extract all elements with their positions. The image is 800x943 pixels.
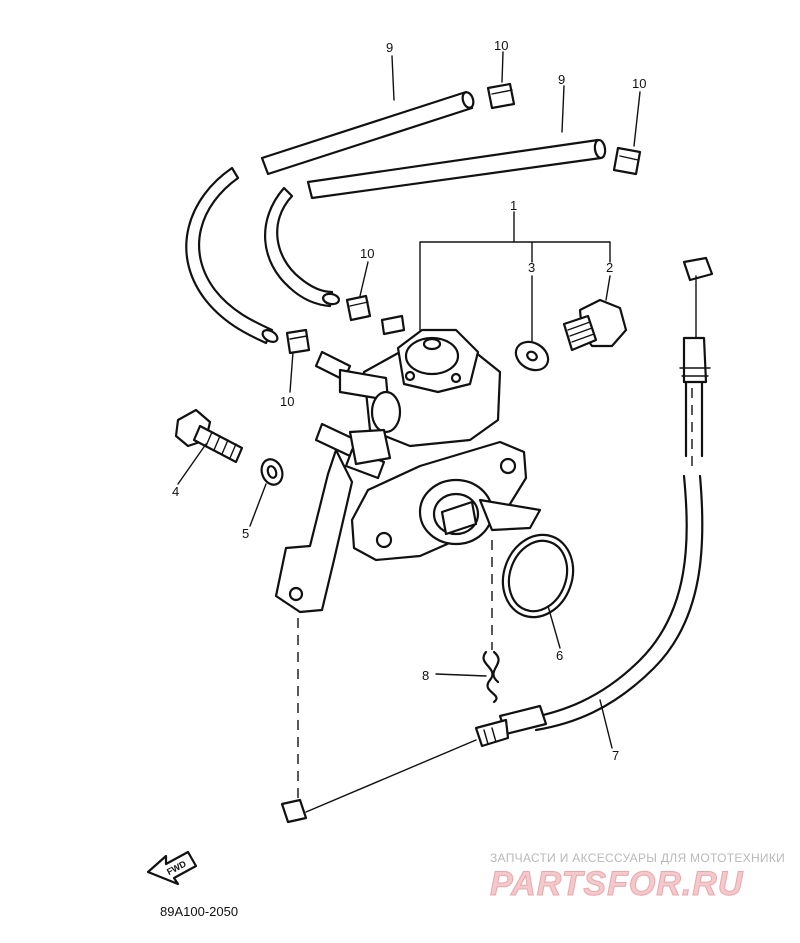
leader-lines xyxy=(177,51,641,749)
hose-right[interactable] xyxy=(264,138,607,308)
callout-10-top: 10 xyxy=(494,38,508,53)
callout-4: 4 xyxy=(172,484,179,499)
callout-8: 8 xyxy=(422,668,429,683)
forward-arrow: FWD xyxy=(146,850,198,886)
diagram-code: 89A100-2050 xyxy=(160,904,238,919)
callout-1: 1 xyxy=(510,198,517,213)
watermark: ЗАПЧАСТИ И АКСЕССУАРЫ ДЛЯ МОТОТЕХНИКИ PA… xyxy=(490,851,785,904)
pump-bolt[interactable] xyxy=(562,298,628,352)
hose-clip-2[interactable] xyxy=(612,146,642,176)
assembly-lines xyxy=(297,388,693,800)
hose-left[interactable] xyxy=(185,90,475,345)
hose-clip-4[interactable] xyxy=(285,328,311,355)
callout-3: 3 xyxy=(528,260,535,275)
spring-washer[interactable] xyxy=(258,456,286,487)
callout-7: 7 xyxy=(612,748,619,763)
forward-arrow-icon xyxy=(146,850,198,886)
hose-clip-1[interactable] xyxy=(486,82,516,110)
callout-9-right: 9 xyxy=(558,72,565,87)
cable-clip[interactable] xyxy=(482,650,500,704)
callout-2: 2 xyxy=(606,260,613,275)
mounting-bolt[interactable] xyxy=(174,408,244,464)
callout-6: 6 xyxy=(556,648,563,663)
callout-10-lower: 10 xyxy=(280,394,294,409)
callout-10-right: 10 xyxy=(632,76,646,91)
callout-9-left: 9 xyxy=(386,40,393,55)
watermark-tagline: ЗАПЧАСТИ И АКСЕССУАРЫ ДЛЯ МОТОТЕХНИКИ xyxy=(490,851,785,865)
callout-5: 5 xyxy=(242,526,249,541)
callout-10-middle: 10 xyxy=(360,246,374,261)
hose-clip-3[interactable] xyxy=(345,294,372,322)
o-ring[interactable] xyxy=(492,525,585,627)
washer[interactable] xyxy=(511,336,553,376)
watermark-logo: PARTSFOR.RU xyxy=(490,865,744,903)
oil-pump-assembly[interactable] xyxy=(274,314,542,614)
callout-labels: 1 2 3 4 5 6 7 8 9 9 10 10 10 10 xyxy=(172,38,646,763)
pump-cable[interactable] xyxy=(280,256,714,824)
